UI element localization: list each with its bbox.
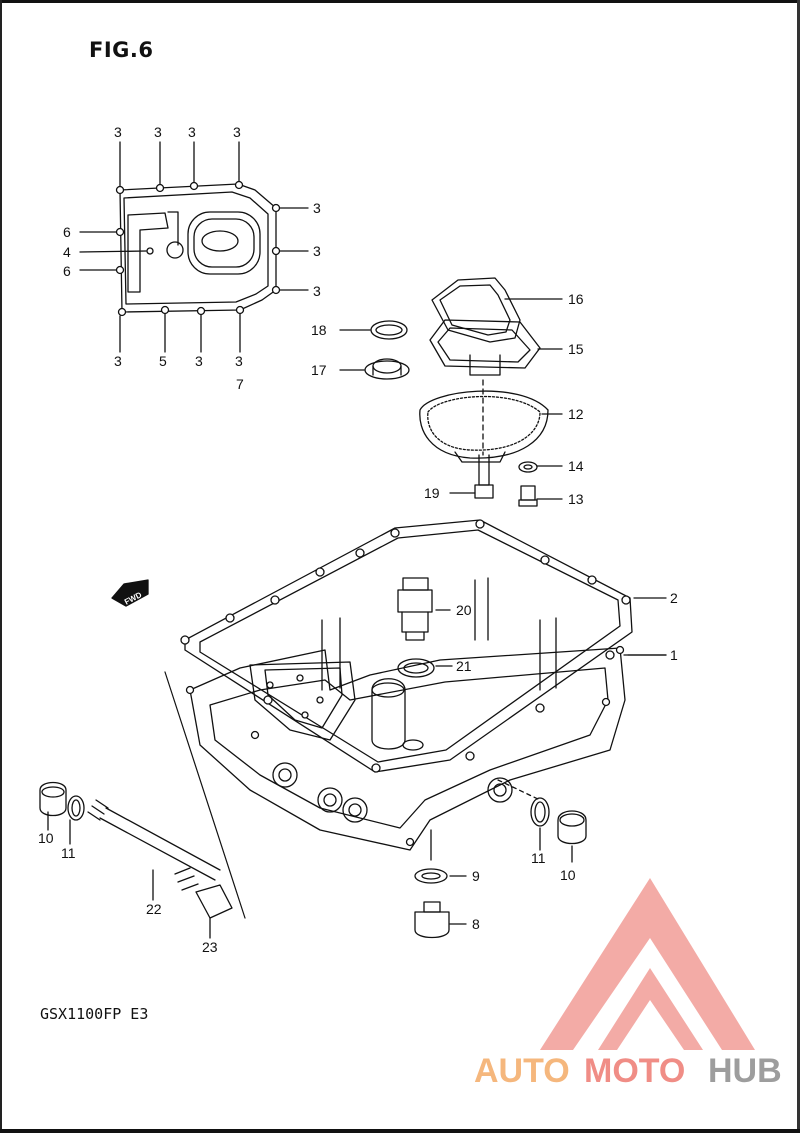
logo-text-auto: AUTO: [474, 1052, 570, 1090]
callout-11: 11: [61, 845, 76, 861]
fwd-arrow-icon: [111, 579, 149, 607]
callout-17: 17: [311, 362, 327, 378]
callout-20: 20: [456, 602, 472, 618]
callout-3: 3: [235, 353, 243, 369]
callout-14: 14: [568, 458, 584, 474]
oil-strainer-group: [339, 277, 563, 507]
callout-10: 10: [38, 830, 54, 846]
left-side-pipe: [39, 671, 246, 939]
cover-gasket-inset: [79, 141, 309, 353]
callout-labels: 3 3 3 3 3 3 3 3 3 3 5 7 6 4 6 16 15 18 1…: [38, 124, 678, 955]
callout-6: 6: [63, 224, 71, 240]
callout-19: 19: [424, 485, 440, 501]
frame-border-left: [0, 0, 2, 1133]
callout-21: 21: [456, 658, 472, 674]
callout-6: 6: [63, 263, 71, 279]
callout-8: 8: [472, 916, 480, 932]
frame-border-right: [797, 0, 800, 1133]
callout-12: 12: [568, 406, 584, 422]
callout-18: 18: [311, 322, 327, 338]
callout-4: 4: [63, 244, 71, 260]
callout-3: 3: [195, 353, 203, 369]
callout-3: 3: [114, 353, 122, 369]
callout-5: 5: [159, 353, 167, 369]
callout-22: 22: [146, 901, 162, 917]
callout-3: 3: [233, 124, 241, 140]
frame-border-top: [0, 0, 800, 3]
side-plug-right: [497, 779, 587, 863]
oil-pressure-switch: [397, 577, 453, 678]
drain-plug: [414, 829, 467, 939]
logo-text-hub: HUB: [708, 1052, 782, 1090]
callout-10: 10: [560, 867, 576, 883]
automotohub-logo: AUTO MOTO HUB: [474, 878, 782, 1090]
callout-3: 3: [154, 124, 162, 140]
callout-9: 9: [472, 868, 480, 884]
callout-1: 1: [670, 647, 678, 663]
callout-13: 13: [568, 491, 584, 507]
callout-2: 2: [670, 590, 678, 606]
callout-16: 16: [568, 291, 584, 307]
callout-15: 15: [568, 341, 584, 357]
model-code: GSX1100FP E3: [40, 1005, 149, 1023]
oil-pan: [185, 577, 667, 851]
callout-3: 3: [114, 124, 122, 140]
callout-7: 7: [236, 376, 244, 392]
callout-3: 3: [313, 243, 321, 259]
frame-border-bottom: [0, 1129, 800, 1133]
callout-3: 3: [313, 200, 321, 216]
callout-3: 3: [188, 124, 196, 140]
logo-text-moto: MOTO: [584, 1052, 685, 1090]
oil-pan-gasket: [180, 519, 667, 773]
figure-title: FIG.6: [89, 38, 154, 62]
callout-23: 23: [202, 939, 218, 955]
callout-3: 3: [313, 283, 321, 299]
callout-11: 11: [531, 850, 546, 866]
